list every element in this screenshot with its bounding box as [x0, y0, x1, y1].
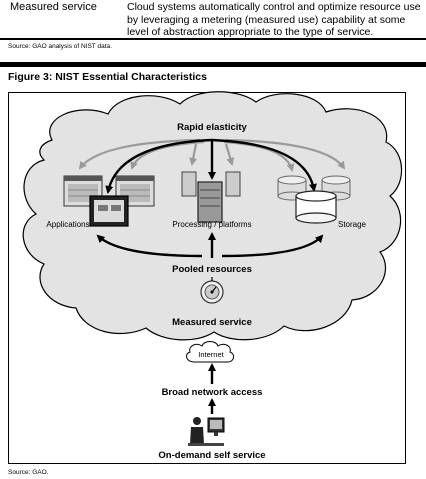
pooled-resources-label: Pooled resources — [172, 264, 252, 275]
server-icon — [181, 171, 241, 223]
source-note-top: Source: GAO analysis of NIST data. — [8, 43, 112, 50]
gray-arrow-storage-outer — [225, 138, 346, 170]
rapid-elasticity-label: Rapid elasticity — [177, 122, 247, 133]
gray-arrow-proc-left — [189, 143, 198, 166]
black-arrow-to-storage — [211, 138, 317, 192]
user-at-computer-icon — [188, 417, 225, 446]
gray-arrow-apps-outer — [78, 138, 201, 170]
figure-title: Figure 3: NIST Essential Characteristics — [8, 71, 207, 83]
table-bottom-rule — [0, 38, 426, 40]
internet-label: Internet — [198, 350, 224, 359]
measured-service-label: Measured service — [172, 317, 252, 328]
cloud-icon — [186, 341, 235, 363]
table-row-description: Cloud systems automatically control and … — [127, 1, 421, 38]
application-window-icon — [63, 175, 155, 227]
storage-label: Storage — [338, 220, 367, 229]
broad-network-access-label: Broad network access — [162, 387, 263, 398]
applications-label: Applications — [46, 220, 89, 229]
black-arrow-to-applications — [105, 138, 213, 194]
figure-title-bar — [0, 62, 426, 67]
database-icon — [277, 175, 351, 224]
meter-icon — [200, 280, 224, 304]
pooled-arrow-right — [221, 234, 324, 258]
gray-arrow-proc-right — [224, 143, 235, 166]
pooled-arrow-left — [96, 234, 203, 258]
source-note-bottom: Source: GAO. — [8, 469, 49, 476]
table-row-label: Measured service — [10, 1, 97, 13]
gray-arrow-apps-inner — [130, 140, 205, 170]
on-demand-self-service-label: On-demand self service — [158, 450, 265, 461]
processing-label: Processing / platforms — [172, 220, 251, 229]
